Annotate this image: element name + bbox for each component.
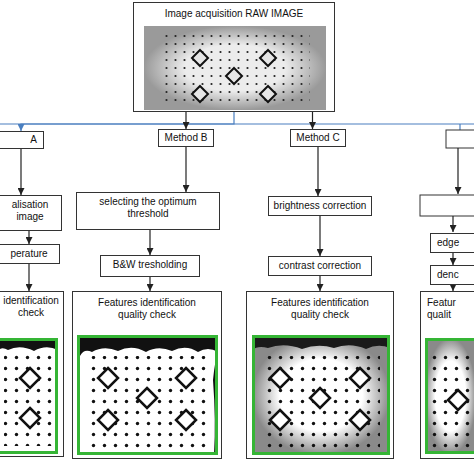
step-arrow: [28, 231, 29, 244]
dark-region: [77, 335, 218, 455]
step-arrow: [312, 112, 313, 129]
result-box: Featur qualit: [420, 291, 474, 459]
diamond-marker: [137, 388, 157, 408]
process-box: denc: [430, 265, 474, 285]
result-image-b: [77, 335, 218, 455]
photo-ground: [77, 335, 218, 455]
step-arrow: [319, 276, 320, 291]
step-arrow: [317, 147, 318, 196]
result-image-a: [0, 338, 58, 454]
branch-lines: [0, 124, 474, 232]
method-box: Method C: [290, 129, 346, 147]
result-box: Features identification quality check: [246, 291, 394, 459]
node-label: Method C: [294, 132, 342, 144]
quality-frame: [254, 337, 389, 454]
dot-grid: [432, 354, 474, 448]
step-arrow: [149, 230, 150, 255]
process-box: B&W tresholding: [100, 255, 200, 277]
process-box: perature: [0, 244, 60, 264]
dot-grid: [4, 354, 54, 446]
step-arrow: [452, 253, 453, 265]
diamond-marker: [350, 368, 370, 388]
node-label: identification check: [2, 295, 60, 319]
result-box: identification check: [0, 291, 64, 457]
diamond-marker: [270, 368, 290, 388]
diamond-marker: [226, 68, 242, 84]
node-label: Features identification quality check: [85, 297, 209, 321]
dot-grid: [88, 356, 210, 448]
step-arrow: [185, 147, 186, 192]
result-image-d: [425, 338, 474, 454]
node-label: Featur qualit: [427, 297, 473, 321]
acquisition-box: Image acquisition RAW IMAGE: [133, 2, 335, 112]
step-arrow: [149, 277, 150, 291]
photo-ground: [0, 338, 58, 454]
node-label: edge: [437, 237, 473, 249]
method-box: A: [0, 131, 44, 149]
process-box-cut: [420, 195, 474, 216]
diamond-marker: [98, 368, 118, 388]
quality-frame: [427, 340, 474, 453]
photo-ground: [425, 338, 474, 454]
result-box: Features identification quality check: [72, 291, 222, 459]
step-arrow: [319, 216, 320, 256]
process-box: alisation image: [0, 195, 62, 231]
node-label: perature: [2, 248, 56, 260]
quality-frame: [79, 337, 217, 454]
node-label: brightness correction: [273, 200, 367, 212]
diamond-marker: [192, 86, 208, 102]
method-box: Method B: [158, 129, 214, 147]
diamond-marker: [350, 410, 370, 430]
node-label: Method B: [162, 132, 210, 144]
node-label: contrast correction: [273, 260, 367, 272]
step-arrow: [457, 148, 458, 194]
step-arrow: [185, 112, 186, 129]
result-image-c: [252, 335, 390, 455]
diamond-marker: [176, 410, 196, 430]
process-box: edge: [430, 233, 474, 253]
quality-frame: [0, 340, 57, 453]
method-box-cut: [446, 130, 474, 148]
dot-grid: [262, 356, 380, 448]
node-label: alisation image: [2, 199, 58, 223]
step-arrow: [20, 149, 21, 195]
node-label: Features identification quality check: [259, 297, 381, 321]
diamond-marker: [270, 410, 290, 430]
process-box: brightness correction: [268, 196, 372, 216]
branch-drop: [459, 124, 460, 130]
photo-ground: [144, 26, 326, 110]
diamond-marker: [176, 368, 196, 388]
node-label: Image acquisition RAW IMAGE: [138, 8, 330, 20]
raw-image: [144, 26, 326, 110]
node-label: denc: [437, 269, 473, 281]
diamond-marker: [20, 368, 40, 388]
diamond-marker: [98, 410, 118, 430]
dot-grid: [160, 32, 310, 106]
process-box: selecting the optimum threshold: [76, 192, 220, 230]
diamond-marker: [260, 86, 276, 102]
step-arrow: [28, 264, 29, 291]
photo-ground: [252, 335, 390, 455]
node-label: A: [5, 134, 37, 146]
diamond-marker: [310, 388, 330, 408]
diamond-marker: [192, 50, 208, 66]
node-label: selecting the optimum threshold: [81, 196, 215, 220]
node-label: B&W tresholding: [105, 259, 195, 271]
diamond-marker: [448, 390, 468, 410]
step-arrow: [452, 216, 453, 232]
process-box: contrast correction: [268, 256, 372, 276]
diamond-marker: [20, 408, 40, 428]
diamond-marker: [260, 50, 276, 66]
